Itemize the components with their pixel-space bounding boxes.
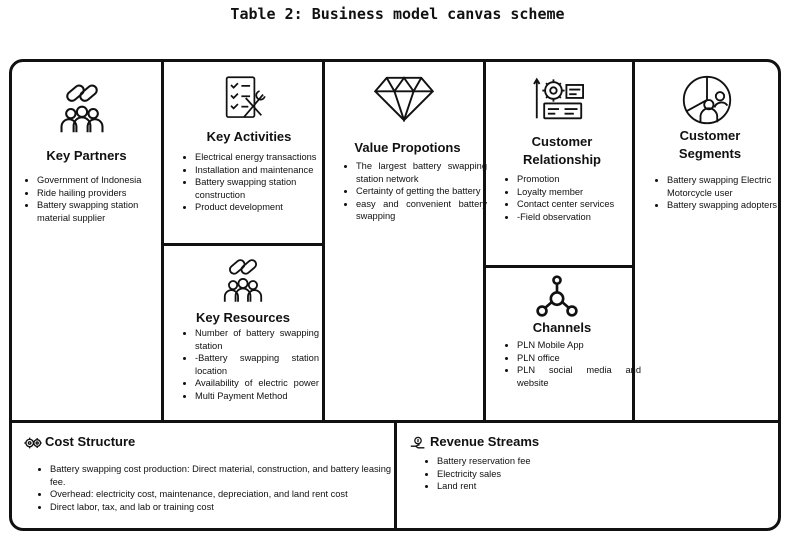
- customer-relationship-list: Promotion Loyalty member Contact center …: [504, 173, 643, 223]
- list-item: Land rent: [437, 480, 777, 493]
- key-activities-list: Electrical energy transactions Installat…: [182, 151, 325, 214]
- title-line: Segments: [678, 146, 742, 161]
- revenue-streams-block: Revenue Streams Battery reservation fee …: [397, 423, 778, 528]
- list-item: Promotion: [517, 173, 643, 186]
- divider: [161, 62, 164, 422]
- divider: [161, 243, 325, 246]
- value-propositions-block: Value Propotions The largest battery swa…: [325, 62, 487, 420]
- gear-dashboard-icon: [533, 77, 584, 120]
- key-partners-title: Key Partners: [46, 148, 127, 163]
- list-item: Battery swapping station material suppli…: [37, 199, 162, 224]
- money-hand-icon: [410, 436, 425, 449]
- key-resources-block: Key Resources Number of battery swapping…: [164, 246, 322, 420]
- channels-list: PLN Mobile App PLN office PLN social med…: [504, 339, 641, 389]
- title-line: Customer: [531, 134, 593, 149]
- business-model-canvas: Key Partners Government of Indonesia Rid…: [9, 59, 781, 531]
- cost-structure-list: Battery swapping cost production: Direct…: [37, 463, 400, 513]
- divider: [632, 62, 635, 422]
- list-item: Electricity sales: [437, 468, 777, 481]
- key-resources-title: Key Resources: [196, 310, 290, 325]
- customer-relationship-title: Customer Relationship: [486, 133, 638, 169]
- list-item: Direct labor, tax, and lab or training c…: [50, 501, 400, 514]
- list-item: -Battery swapping station location: [195, 352, 319, 377]
- list-item: Product development: [195, 201, 325, 214]
- key-partners-block: Key Partners Government of Indonesia Rid…: [12, 62, 161, 420]
- list-item: -Field observation: [517, 211, 643, 224]
- list-item: Battery reservation fee: [437, 455, 777, 468]
- list-item: Contact center services: [517, 198, 643, 211]
- channels-title: Channels: [532, 320, 592, 335]
- customer-segments-list: Battery swapping Electric Motorcycle use…: [654, 174, 789, 212]
- list-item: Government of Indonesia: [37, 174, 162, 187]
- list-item: Battery swapping cost production: Direct…: [50, 463, 400, 488]
- value-propositions-title: Value Propotions: [354, 140, 461, 155]
- link-people-icon: [60, 84, 104, 133]
- title-line: Relationship: [522, 152, 601, 167]
- list-item: PLN social media and website: [517, 364, 641, 389]
- diamond-icon: [373, 76, 435, 122]
- list-item: PLN office: [517, 352, 641, 365]
- list-item: Battery swapping station construction: [195, 176, 325, 201]
- list-item: Installation and maintenance: [195, 164, 325, 177]
- customer-relationship-block: Customer Relationship Promotion Loyalty …: [486, 62, 632, 265]
- list-item: Multi Payment Method: [195, 390, 319, 403]
- list-item: Loyalty member: [517, 186, 643, 199]
- list-item: Certainty of getting the battery: [356, 185, 487, 198]
- divider: [483, 265, 635, 268]
- customer-segments-block: Customer Segments Battery swapping Elect…: [635, 62, 778, 420]
- gears-icon: [24, 437, 42, 449]
- key-activities-title: Key Activities: [206, 129, 292, 144]
- divider: [483, 62, 486, 422]
- list-item: Ride hailing providers: [37, 187, 162, 200]
- channels-block: Channels PLN Mobile App PLN office PLN s…: [486, 268, 641, 420]
- list-item: Overhead: electricity cost, maintenance,…: [50, 488, 400, 501]
- list-item: Number of battery swapping station: [195, 327, 319, 352]
- list-item: easy and convenient battery swapping: [356, 198, 487, 223]
- value-propositions-list: The largest battery swapping station net…: [343, 160, 487, 223]
- diagram-caption: Table 2: Business model canvas scheme: [230, 5, 565, 23]
- link-people-icon: [223, 259, 263, 302]
- cost-structure-title: Cost Structure: [45, 434, 136, 449]
- key-activities-block: Key Activities Electrical energy transac…: [164, 62, 322, 243]
- divider: [394, 420, 397, 528]
- customer-segments-title: Customer Segments: [635, 127, 785, 163]
- revenue-streams-list: Battery reservation fee Electricity sale…: [424, 455, 777, 493]
- list-item: Battery swapping Electric Motorcycle use…: [667, 174, 789, 199]
- cost-structure-block: Cost Structure Battery swapping cost pro…: [12, 423, 394, 528]
- divider: [322, 62, 325, 422]
- list-item: PLN Mobile App: [517, 339, 641, 352]
- checklist-wrench-icon: [225, 76, 266, 118]
- key-partners-list: Government of Indonesia Ride hailing pro…: [24, 174, 162, 224]
- key-resources-list: Number of battery swapping station -Batt…: [182, 327, 319, 402]
- revenue-streams-title: Revenue Streams: [430, 434, 540, 449]
- list-item: Electrical energy transactions: [195, 151, 325, 164]
- network-nodes-icon: [536, 275, 578, 317]
- list-item: Battery swapping adopters: [667, 199, 789, 212]
- title-line: Customer: [679, 128, 741, 143]
- list-item: Availability of electric power: [195, 377, 319, 390]
- list-item: The largest battery swapping station net…: [356, 160, 487, 185]
- pie-people-icon: [682, 75, 732, 125]
